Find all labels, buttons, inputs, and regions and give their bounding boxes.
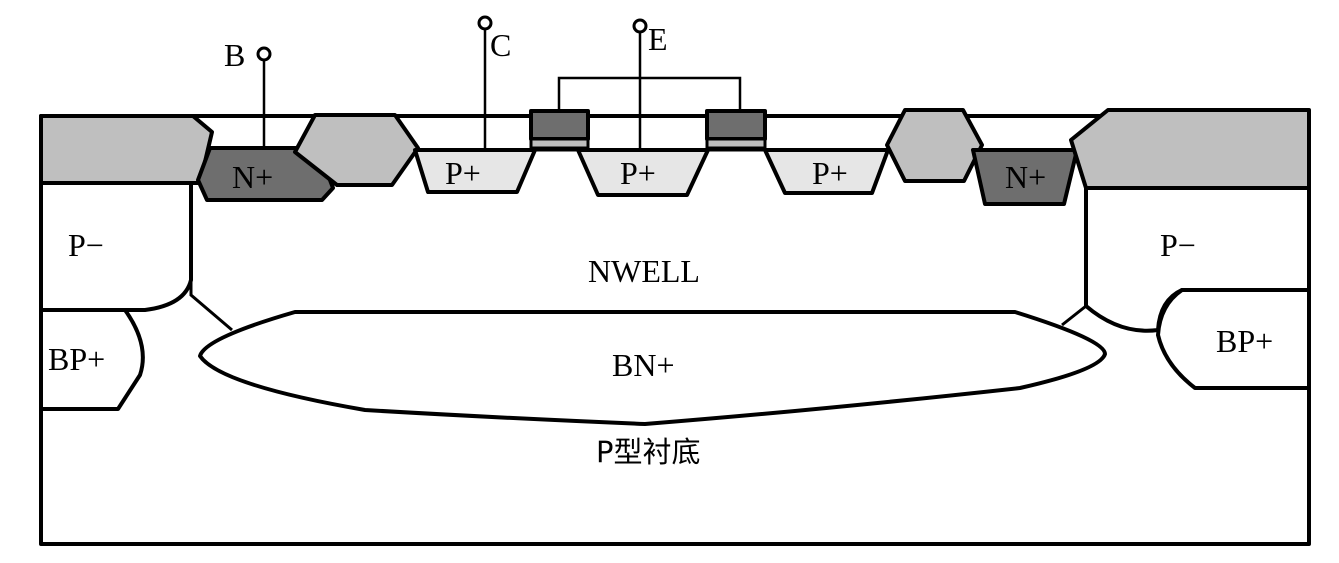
n-plus-right-region — [971, 148, 1079, 206]
bp-plus-left-label: BP+ — [48, 341, 105, 377]
emitter-contact-left — [529, 109, 590, 141]
collector-terminal-icon — [477, 15, 493, 31]
p-plus-right-region — [763, 148, 890, 195]
buried-n-plus-label: BN+ — [612, 347, 675, 383]
p-plus-right-label: P+ — [812, 155, 848, 191]
p-plus-collector-region — [413, 148, 537, 194]
field-oxide-hex-left — [293, 113, 420, 187]
p-minus-left-label: P− — [68, 227, 104, 263]
collector-label: C — [490, 27, 511, 63]
bp-plus-right-region — [1156, 288, 1311, 390]
nwell-label: NWELL — [588, 253, 700, 289]
emitter-contact-left-pad — [529, 137, 590, 150]
emitter-contact-right — [705, 109, 767, 141]
field-oxide-left — [39, 114, 214, 185]
n-plus-right-label: N+ — [1005, 159, 1046, 195]
p-minus-left-region — [39, 181, 193, 312]
field-oxide-hex-right — [885, 108, 984, 183]
substrate-label: P型衬底 — [596, 435, 701, 469]
buried-n-plus-region — [198, 310, 1107, 426]
bp-plus-left-region — [39, 308, 145, 411]
p-minus-right-label: P− — [1160, 227, 1196, 263]
base-terminal-icon — [256, 46, 272, 62]
base-label: B — [224, 37, 245, 73]
emitter-contact-right-pad — [705, 137, 767, 150]
emitter-terminal-icon — [632, 18, 648, 34]
p-plus-collector-label: P+ — [445, 155, 481, 191]
bp-plus-right-label: BP+ — [1216, 323, 1273, 359]
n-plus-left-label: N+ — [232, 159, 273, 195]
emitter-bridge-wire — [557, 76, 742, 111]
field-oxide-right — [1069, 108, 1311, 190]
p-plus-emitter-label: P+ — [620, 155, 656, 191]
emitter-label: E — [648, 21, 668, 57]
